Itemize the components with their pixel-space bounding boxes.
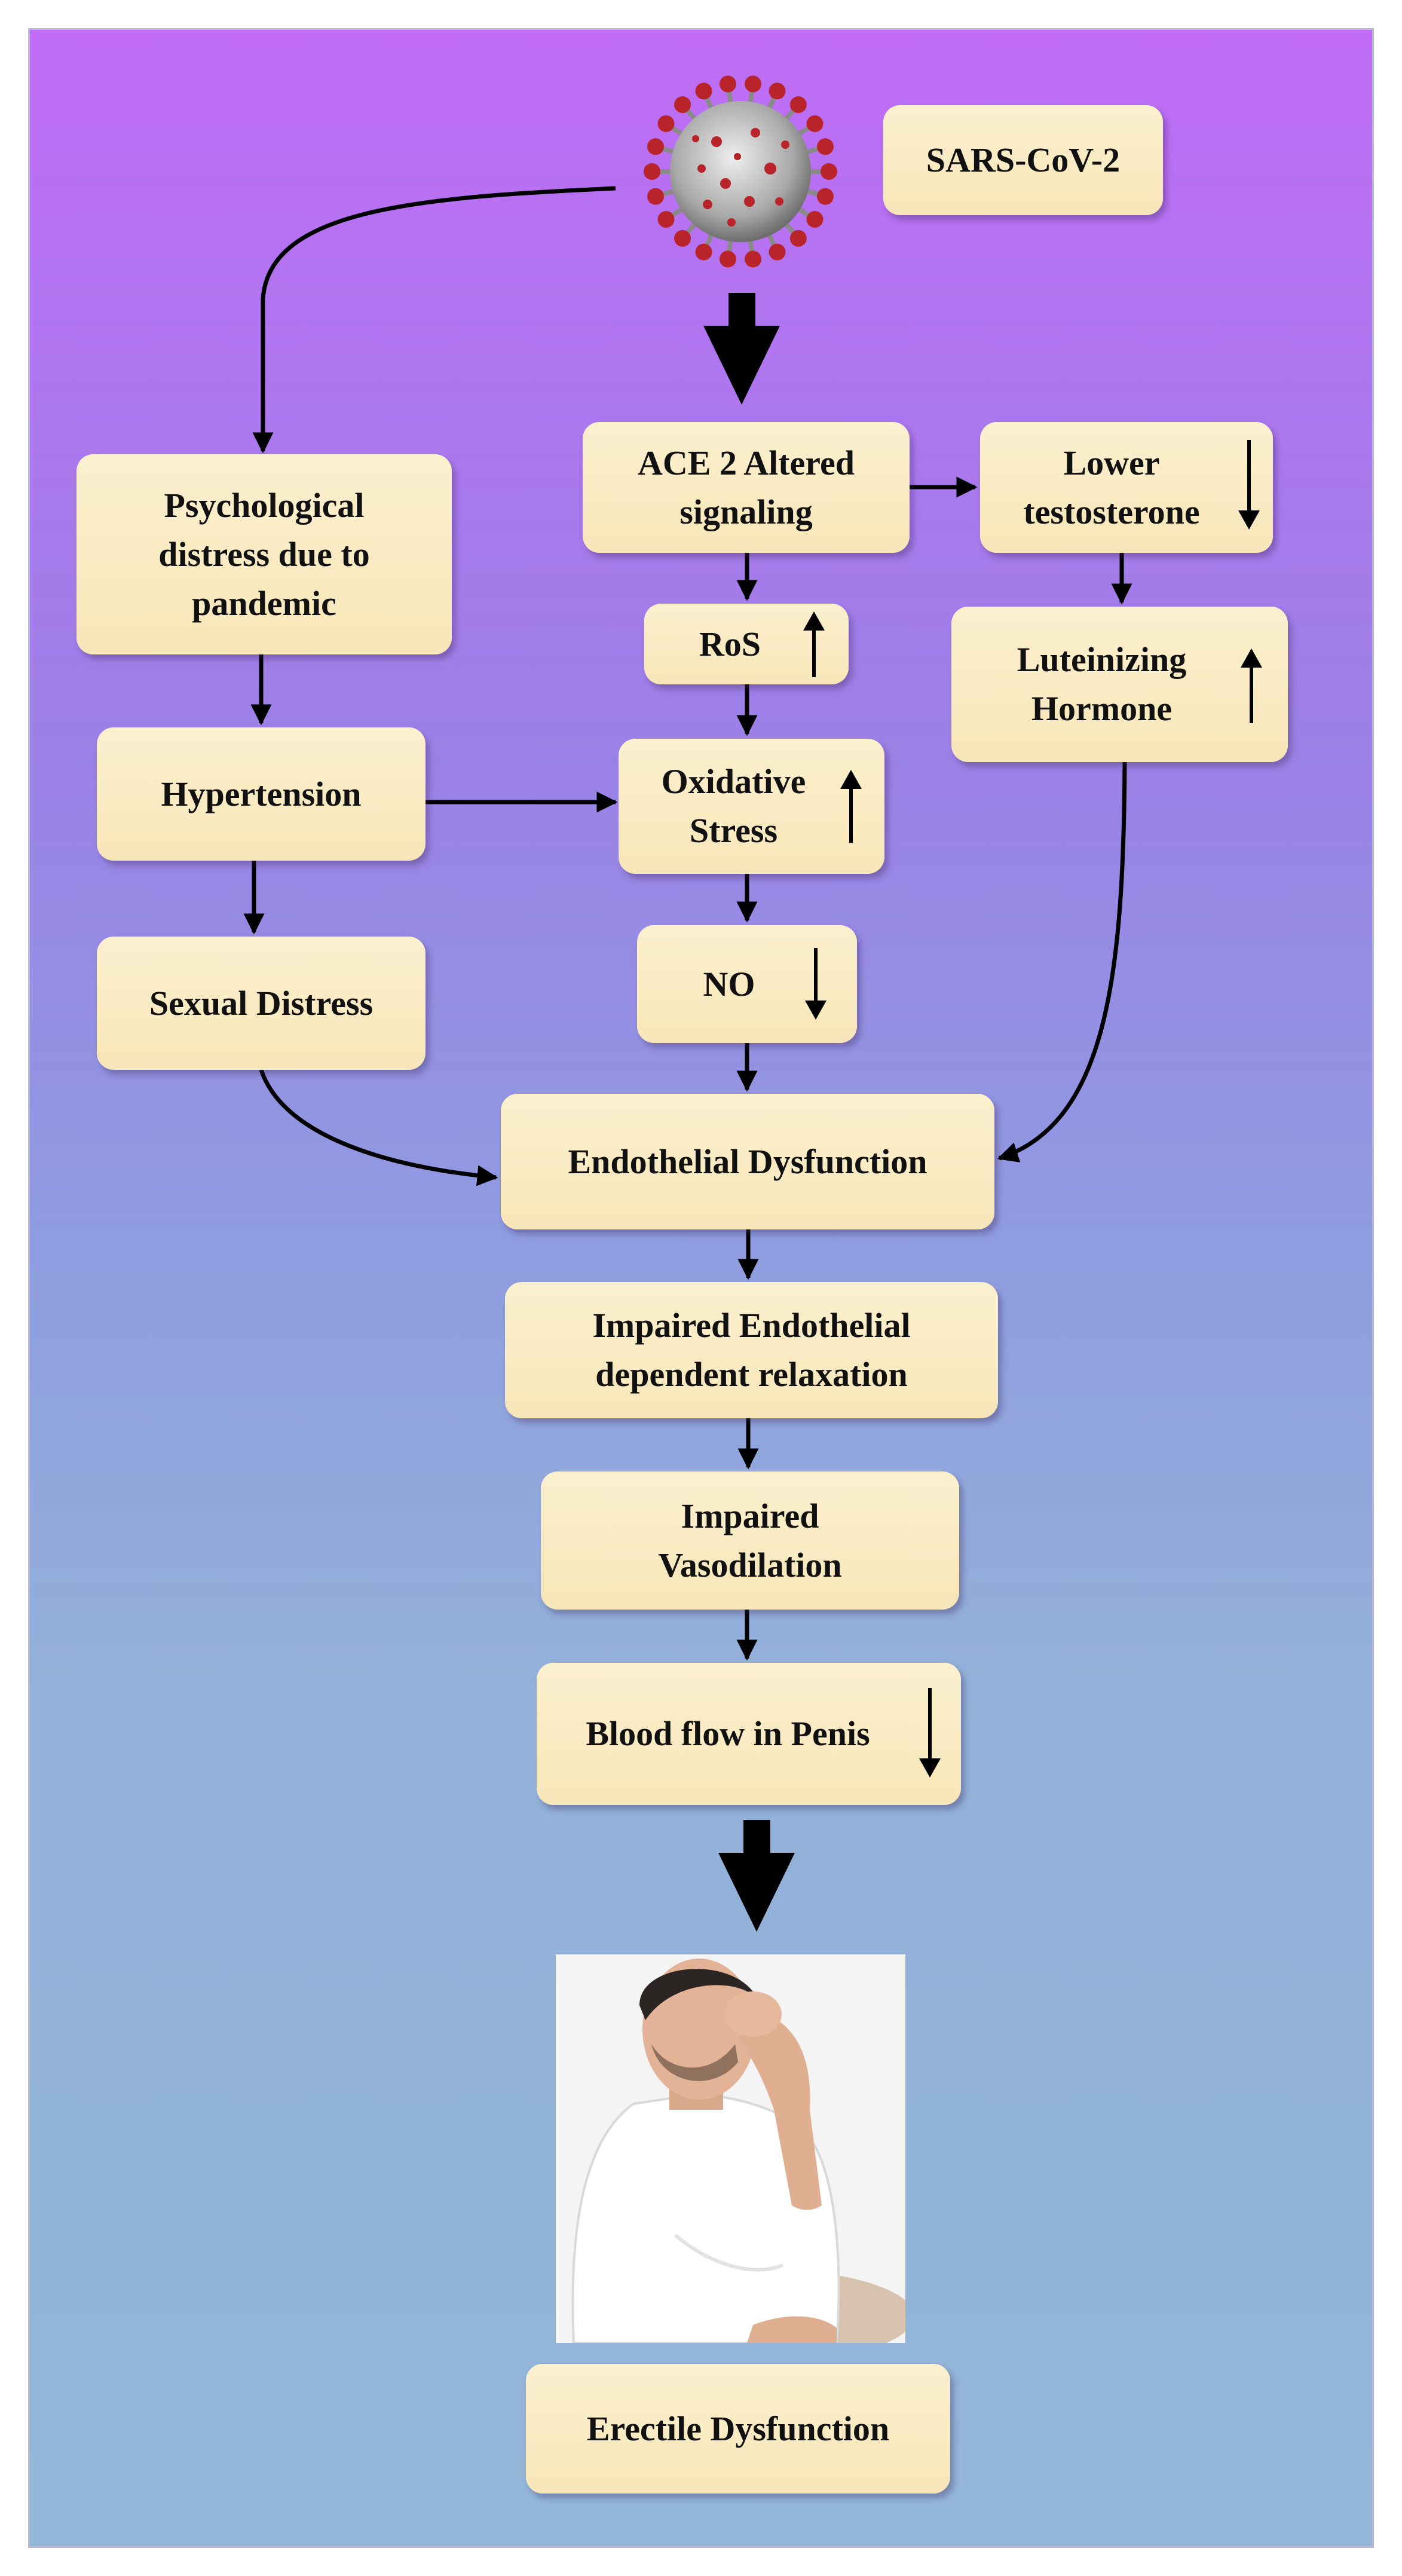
arrow-lh-to-endothelial xyxy=(997,761,1127,1162)
node-impaired-endothelial-relaxation: Impaired Endothelial dependent relaxatio… xyxy=(505,1282,998,1418)
node-oxidative-stress-text: Oxidative Stress xyxy=(661,762,806,850)
distressed-man-illustration xyxy=(556,1954,905,2343)
node-ace2-text: ACE 2 Altered signaling xyxy=(637,443,855,531)
node-luteinizing-hormone: Luteinizing Hormone xyxy=(951,607,1288,762)
arrow-sexual-to-endothelial xyxy=(259,1069,498,1186)
node-no-text: NO xyxy=(703,964,755,1004)
arrow-virus-to-psych xyxy=(252,186,616,454)
node-erectile-dysfunction-text: Erectile Dysfunction xyxy=(586,2409,890,2448)
sars-cov-2-text: SARS-CoV-2 xyxy=(926,140,1121,179)
node-ros: RoS xyxy=(644,604,849,684)
node-luteinizing-hormone-text: Luteinizing Hormone xyxy=(1017,640,1187,728)
node-sexual-distress-text: Sexual Distress xyxy=(149,983,374,1023)
node-oxidative-stress: Oxidative Stress xyxy=(619,739,884,874)
node-impaired-endothelial-text: Impaired Endothelial dependent relaxatio… xyxy=(592,1306,911,1394)
node-hypertension: Hypertension xyxy=(97,727,426,861)
sars-cov-2-label: SARS-CoV-2 xyxy=(883,105,1163,215)
node-blood-flow-in-penis: Blood flow in Penis xyxy=(537,1663,961,1805)
node-erectile-dysfunction: Erectile Dysfunction xyxy=(526,2364,950,2494)
node-blood-flow-text: Blood flow in Penis xyxy=(586,1714,870,1753)
node-endothelial-dysfunction: Endothelial Dysfunction xyxy=(501,1094,994,1229)
node-sexual-distress: Sexual Distress xyxy=(97,937,426,1070)
node-lower-testosterone-text: Lower testosterone xyxy=(1023,443,1200,531)
decrease-arrow-icon xyxy=(805,948,826,1020)
node-ace2-altered-signaling: ACE 2 Altered signaling xyxy=(583,422,910,553)
decrease-arrow-icon xyxy=(1238,440,1260,530)
increase-arrow-icon xyxy=(840,770,862,843)
node-hypertension-text: Hypertension xyxy=(161,774,362,813)
big-arrow-virus-to-ace2 xyxy=(703,293,780,405)
big-arrow-bloodflow-to-ed xyxy=(718,1820,795,1932)
increase-arrow-icon xyxy=(1241,648,1262,723)
node-ros-text: RoS xyxy=(699,624,761,663)
node-impaired-vasodilation: Impaired Vasodilation xyxy=(541,1471,959,1610)
node-psychological-distress-text: Psychological distress due to pandemic xyxy=(158,485,370,623)
decrease-arrow-icon xyxy=(919,1688,941,1777)
increase-arrow-icon xyxy=(803,611,825,677)
node-impaired-vasodilation-text: Impaired Vasodilation xyxy=(658,1496,842,1584)
node-lower-testosterone: Lower testosterone xyxy=(980,422,1273,553)
node-no: NO xyxy=(637,925,857,1043)
node-psychological-distress: Psychological distress due to pandemic xyxy=(76,454,452,654)
node-endothelial-dysfunction-text: Endothelial Dysfunction xyxy=(568,1142,927,1181)
sars-cov-2-virus-icon xyxy=(644,75,837,268)
